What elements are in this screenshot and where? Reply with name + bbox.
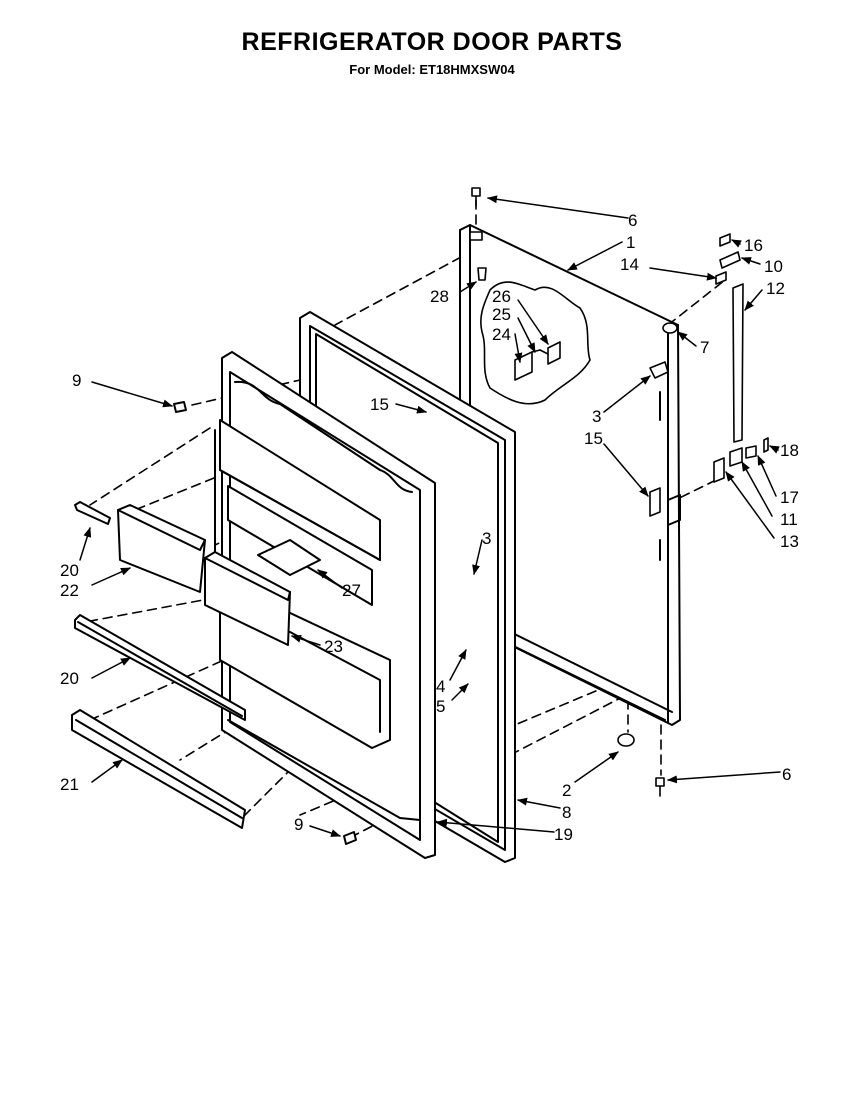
callout-label: 20 [60,561,79,580]
diagram-title: REFRIGERATOR DOOR PARTS [241,28,623,56]
callout-label: 23 [324,637,343,656]
hinge-screws [469,187,665,797]
callout-label: 1 [626,233,635,252]
callout-label: 13 [780,532,799,551]
callout-label: 20 [60,669,79,688]
callout-label: 9 [294,815,303,834]
callout-label: 15 [584,429,603,448]
callout-label: 3 [482,529,491,548]
callout-label: 5 [436,697,445,716]
callout-label: 26 [492,287,511,306]
callout-label: 24 [492,325,511,344]
callout-label: 15 [370,395,389,414]
callout-label: 3 [592,407,601,426]
callout-label: 6 [782,765,791,784]
callout-label: 7 [700,338,709,357]
callout-label: 19 [554,825,573,844]
callout-label: 10 [764,257,783,276]
callout-label: 18 [780,441,799,460]
callout-label: 9 [72,371,81,390]
leader-lines [79,195,781,837]
callout-label: 17 [780,488,799,507]
callout-labels: 6 1 16 10 14 12 28 26 25 24 7 9 15 3 15 … [60,211,799,844]
model-subtitle: For Model: ET18HMXSW04 [349,62,515,77]
callout-label: 14 [620,255,639,274]
callout-label: 16 [744,236,763,255]
callout-label: 21 [60,775,79,794]
door-handle-assembly [713,233,769,483]
callout-label: 11 [780,510,798,529]
callout-label: 4 [436,677,445,696]
callout-label: 6 [628,211,637,230]
callout-label: 8 [562,803,571,822]
shelf-bars-and-bins [71,401,357,845]
callout-label: 27 [342,581,361,600]
callout-label: 12 [766,279,785,298]
callout-label: 25 [492,305,511,324]
callout-label: 28 [430,287,449,306]
callout-label: 22 [60,581,79,600]
callout-label: 2 [562,781,571,800]
